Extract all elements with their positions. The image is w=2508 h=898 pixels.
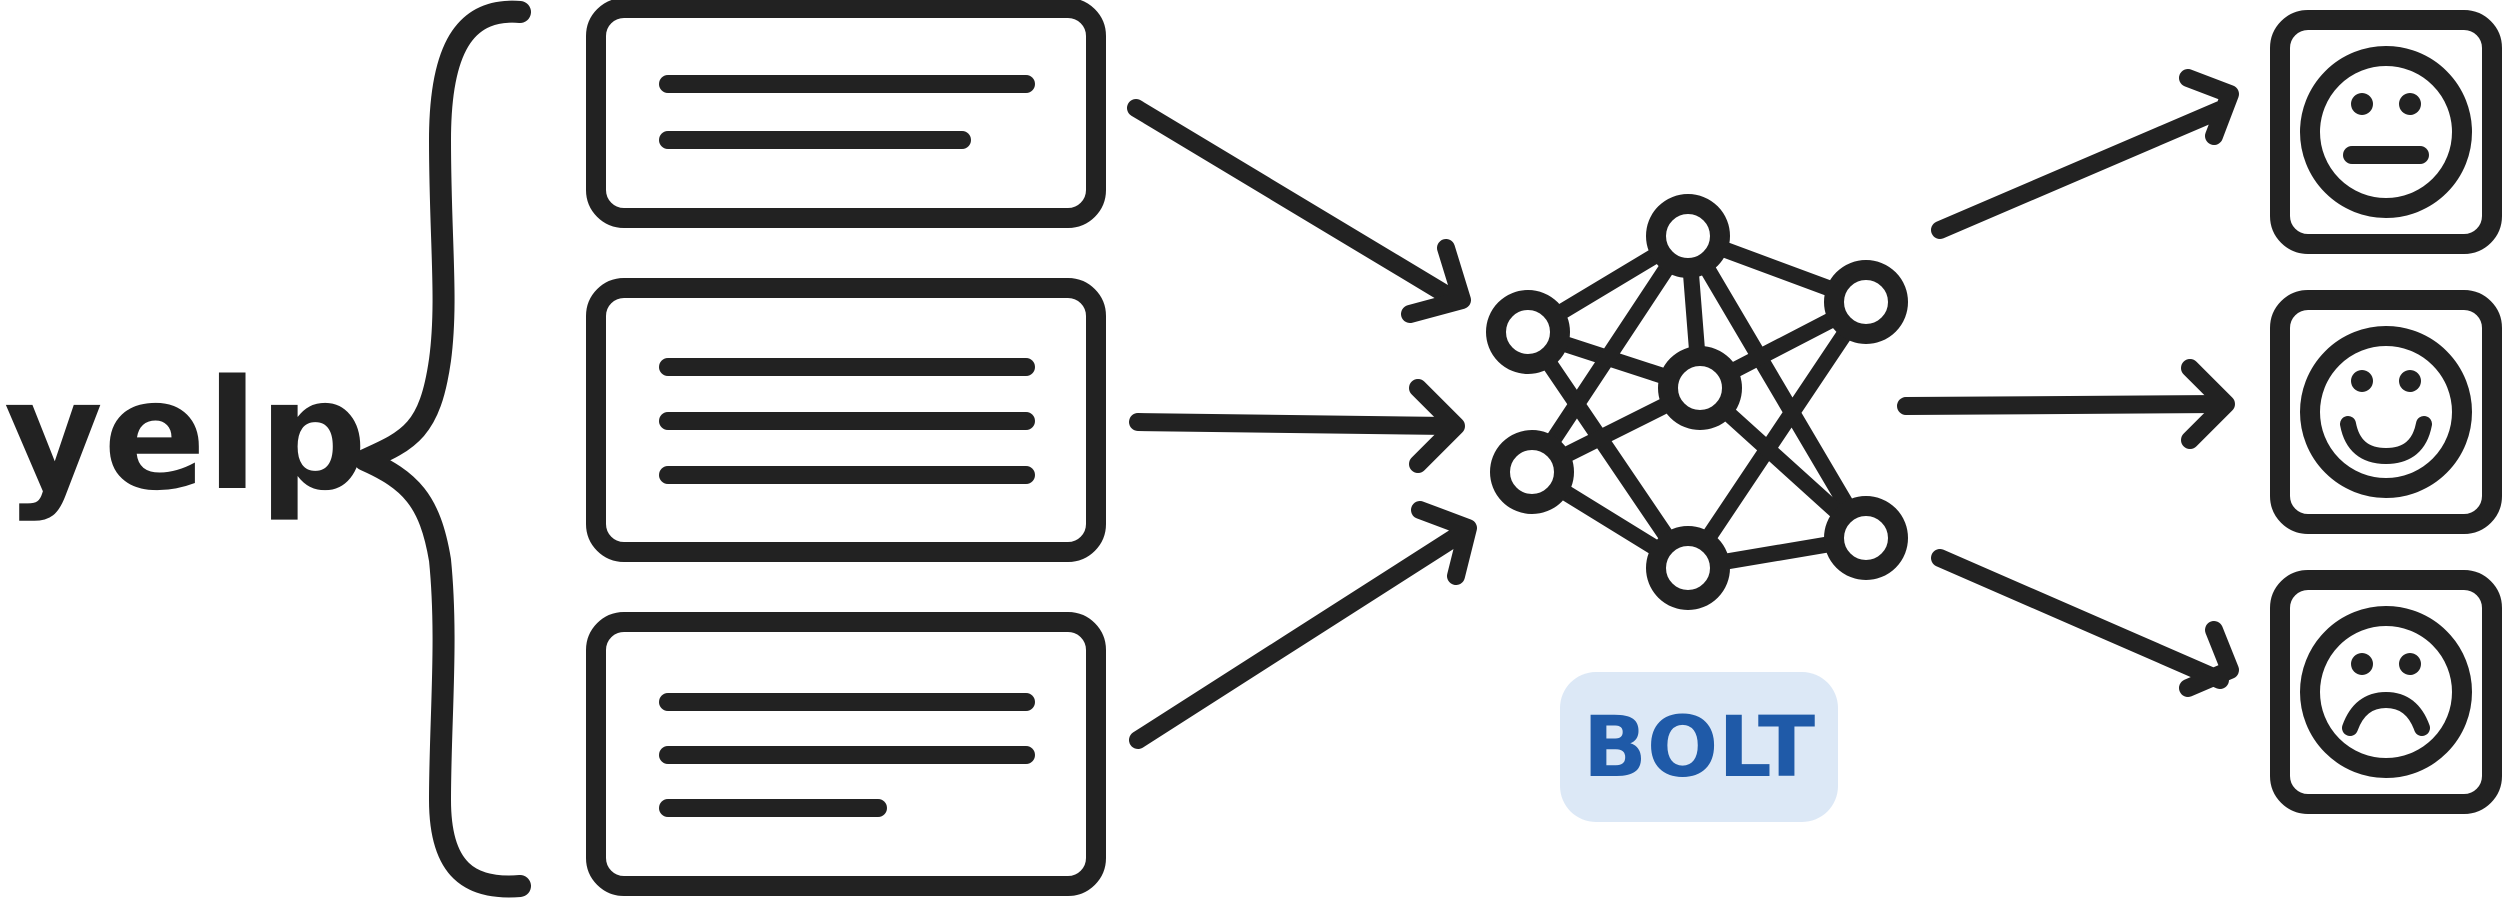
network-node: [1646, 194, 1730, 278]
review-card-2: [586, 278, 1106, 562]
output-arrow-negative: [1931, 549, 2239, 697]
network-node: [1490, 430, 1574, 514]
sentiment-card-negative: [2270, 570, 2502, 814]
curly-brace: [354, 0, 531, 898]
frowning-face-icon: [2300, 606, 2472, 778]
network-node: [1824, 496, 1908, 580]
input-arrow-1: [1127, 99, 1471, 323]
network-node: [1824, 260, 1908, 344]
input-arrow-2: [1129, 379, 1465, 473]
bolt-badge: BOLT: [1560, 672, 1838, 822]
output-arrow-positive: [1897, 359, 2235, 449]
network-node: [1658, 346, 1742, 430]
neutral-face-icon: [2300, 46, 2472, 218]
network-node: [1486, 290, 1570, 374]
review-card-3: [586, 612, 1106, 896]
review-card-1: [586, 0, 1106, 228]
bolt-label: BOLT: [1583, 698, 1815, 796]
yelp-label: yelp: [4, 347, 367, 524]
network-node: [1646, 526, 1730, 610]
sentiment-card-neutral: [2270, 10, 2502, 254]
smiling-face-icon: [2300, 326, 2472, 498]
sentiment-card-positive: [2270, 290, 2502, 534]
neural-network-icon: [1486, 194, 1908, 610]
output-arrow-neutral: [1931, 69, 2239, 239]
input-arrow-3: [1129, 501, 1477, 749]
